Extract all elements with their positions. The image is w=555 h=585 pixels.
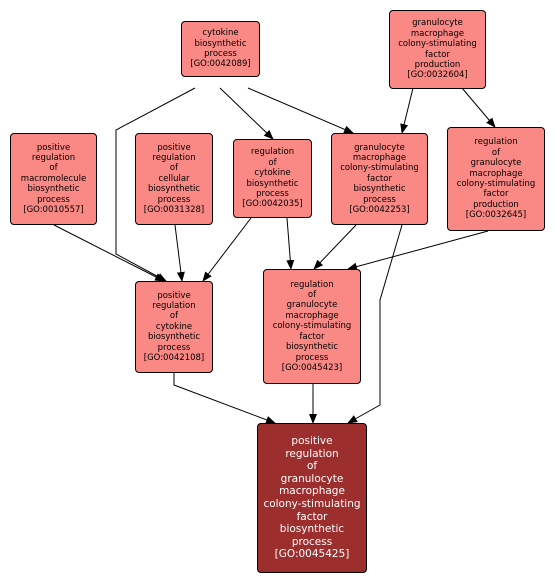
node-label-line: of: [49, 163, 58, 174]
node-label-line: positive: [157, 142, 191, 153]
node-label-line: macrophage: [279, 485, 345, 498]
node-label-line: cellular: [158, 173, 190, 184]
node-label-line: of: [268, 157, 277, 168]
edge-GO0042089-to-GO0042108: [115, 87, 196, 282]
edge-GO0042089-to-GO0042035: [219, 87, 274, 140]
edge-GO0042108-to-GO0045425: [173, 373, 276, 424]
node-label-line: process: [157, 194, 191, 205]
node-label-line: factor: [483, 189, 509, 200]
node-label-line: colony-stimulating: [456, 179, 536, 189]
node-label-line: granulocyte: [412, 18, 463, 29]
node-label-line: regulation: [285, 447, 339, 460]
edge-GO0042035-to-GO0042108: [202, 217, 252, 282]
node-label-line: colony-stimulating: [263, 498, 361, 510]
node-label-line: regulation: [31, 152, 76, 163]
node-label-line: cytokine: [254, 168, 291, 179]
node-label-line: production: [414, 59, 461, 70]
node-label-line: [GO:0045425]: [274, 548, 350, 561]
node-label-line: granulocyte: [470, 158, 522, 169]
node-label-line: regulation: [290, 279, 334, 290]
node-label-line: colony-stimulating: [340, 163, 419, 174]
node-label-line: granulocyte: [286, 300, 338, 311]
node-label-line: process: [291, 535, 333, 548]
node-label-line: process: [256, 188, 289, 199]
edge-GO0010557-to-GO0042108: [53, 224, 165, 282]
node-label-line: factor: [425, 49, 450, 60]
node-label-line: macrophage: [469, 168, 523, 179]
node-label-line: positive: [291, 435, 333, 448]
node-label-line: regulation: [474, 137, 518, 148]
node-label-line: biosynthetic: [147, 332, 201, 343]
node-label-line: positive: [36, 142, 71, 153]
edge-GO0032645-to-GO0045423: [347, 230, 489, 271]
node-label-line: biosynthetic: [194, 38, 247, 49]
node-label-line: cytokine: [202, 28, 239, 39]
node-label-line: of: [169, 311, 179, 322]
node-label-line: biosynthetic: [285, 342, 339, 353]
edge-GO0031328-to-GO0042108: [174, 224, 185, 282]
node-label-line: macrophage: [352, 152, 407, 163]
node-label-line: of: [306, 460, 318, 473]
node-label-line: [GO:0042108]: [143, 353, 205, 364]
node-label-line: process: [204, 49, 237, 59]
node-label-line: biosynthetic: [147, 184, 201, 195]
node-label-line: factor: [367, 173, 392, 184]
node-label-line: [GO:0042035]: [242, 199, 303, 210]
node-label-line: regulation: [152, 300, 196, 311]
node-label-line: [GO:0042089]: [190, 59, 251, 70]
edge-GO0042253-to-GO0045423: [313, 224, 357, 270]
node-label-line: colony-stimulating: [398, 39, 477, 50]
edge-GO0042035-to-GO0045423: [286, 217, 295, 270]
edge-GO0042089-to-GO0042253: [247, 87, 354, 134]
node-label-line: [GO:0032604]: [407, 70, 468, 81]
node-label-line: biosynthetic: [246, 178, 299, 189]
node-label-line: biosynthetic: [353, 184, 406, 195]
edge-GO0042253-to-GO0045425: [347, 224, 403, 424]
edge-GO0032604-to-GO0032645: [461, 87, 496, 128]
node-label-line: factor: [299, 331, 325, 342]
node-label-line: regulation: [250, 147, 295, 158]
node-label-line: [GO:0042253]: [349, 205, 410, 216]
node-label-line: granulocyte: [354, 142, 405, 153]
node-label-line: of: [491, 147, 501, 158]
node-label-line: colony-stimulating: [272, 321, 352, 332]
node-label-line: process: [37, 194, 70, 205]
node-label-line: process: [157, 342, 191, 353]
node-label-line: production: [473, 199, 519, 210]
node-label-line: [GO:0032645]: [465, 210, 527, 221]
node-label-line: macrophage: [285, 310, 339, 321]
edge-GO0032604-to-GO0042253: [400, 87, 414, 134]
node-label-line: [GO:0045423]: [281, 362, 343, 373]
node-label-line: process: [363, 194, 396, 205]
node-label-line: [GO:0031328]: [143, 205, 205, 216]
node-label-line: of: [307, 290, 317, 301]
node-label-line: macromolecule: [20, 173, 87, 184]
node-label-line: of: [169, 163, 179, 174]
node-label-line: positive: [157, 290, 191, 301]
node-label-line: macrophage: [410, 28, 465, 39]
node-label-line: granulocyte: [280, 472, 344, 485]
node-label-line: biosynthetic: [279, 523, 345, 536]
node-label-line: cytokine: [155, 321, 193, 332]
node-label-line: biosynthetic: [27, 184, 80, 195]
node-label-line: [GO:0010557]: [23, 205, 84, 216]
node-label-line: factor: [296, 510, 328, 523]
node-label-line: process: [295, 352, 329, 363]
node-label-line: regulation: [152, 152, 196, 163]
